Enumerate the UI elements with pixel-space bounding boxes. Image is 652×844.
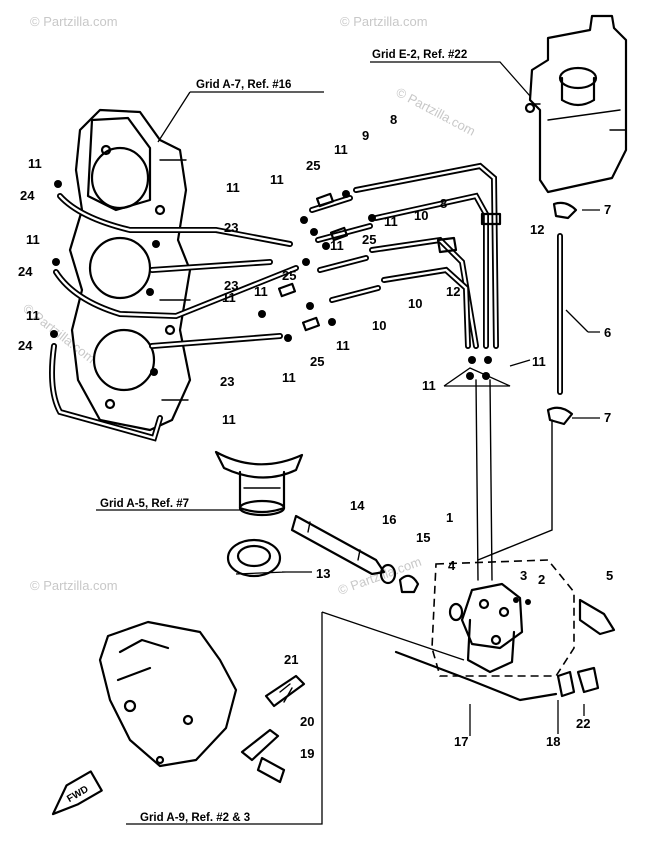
callout-25: 25: [310, 354, 324, 369]
callout-11: 11: [26, 232, 40, 247]
callout-11: 11: [254, 284, 268, 299]
callouts: 1 2 3 4 5 6 7 7 8 8 9 10 10 10 11 11 11 …: [18, 112, 613, 761]
callout-23: 23: [220, 374, 234, 389]
callout-1: 1: [446, 510, 453, 525]
callout-13: 13: [316, 566, 330, 581]
callout-21: 21: [284, 652, 298, 667]
callout-24: 24: [20, 188, 35, 203]
callout-11: 11: [222, 290, 236, 305]
callout-11: 11: [270, 172, 284, 187]
callout-20: 20: [300, 714, 314, 729]
callout-8: 8: [440, 196, 447, 211]
callout-18: 18: [546, 734, 560, 749]
callout-11: 11: [532, 354, 546, 369]
grid-ref-e2: Grid E-2, Ref. #22: [372, 49, 467, 61]
callout-10: 10: [372, 318, 386, 333]
callout-11: 11: [226, 180, 240, 195]
callout-25: 25: [362, 232, 376, 247]
callout-11: 11: [222, 412, 236, 427]
fwd-label: FWD: [65, 784, 90, 805]
callout-11: 11: [282, 370, 296, 385]
callout-24: 24: [18, 264, 33, 279]
callout-11: 11: [26, 308, 40, 323]
grid-ref-a9: Grid A-9, Ref. #2 & 3: [140, 812, 250, 824]
callout-5: 5: [606, 568, 613, 583]
callout-19: 19: [300, 746, 314, 761]
callout-25: 25: [306, 158, 320, 173]
callout-12: 12: [530, 222, 544, 237]
callout-23: 23: [224, 220, 238, 235]
misc-parts: [226, 514, 616, 784]
watermark-text: © Partzilla.com: [30, 578, 118, 593]
callout-11: 11: [334, 142, 348, 157]
fittings: [50, 180, 578, 426]
callout-23: 23: [224, 278, 238, 293]
grid-labels: Grid E-2, Ref. #22 Grid A-7, Ref. #16 Gr…: [100, 49, 467, 824]
watermark-text: © Partzilla.com: [340, 14, 428, 29]
callout-11: 11: [422, 378, 436, 393]
callout-10: 10: [414, 208, 428, 223]
callout-7: 7: [604, 202, 611, 217]
lower-bracket: [98, 620, 238, 768]
watermark-text: © Partzilla.com: [30, 14, 118, 29]
callout-11: 11: [384, 214, 398, 229]
watermark-text: © Partzilla.com: [394, 84, 478, 138]
callout-4: 4: [448, 558, 456, 573]
fuel-hoses: [49, 162, 563, 702]
callout-10: 10: [408, 296, 422, 311]
callout-7: 7: [604, 410, 611, 425]
callout-2: 2: [538, 572, 545, 587]
leader-lines: [96, 61, 600, 825]
callout-17: 17: [454, 734, 468, 749]
callout-25: 25: [282, 268, 296, 283]
fuel-pump: [431, 559, 575, 677]
callout-6: 6: [604, 325, 611, 340]
callout-3: 3: [520, 568, 527, 583]
callout-11: 11: [330, 238, 344, 253]
grid-ref-a5: Grid A-5, Ref. #7: [100, 498, 189, 510]
fwd-arrow: FWD: [51, 770, 103, 816]
callout-11: 11: [28, 156, 42, 171]
callout-22: 22: [576, 716, 590, 731]
callout-16: 16: [382, 512, 396, 527]
callout-11: 11: [336, 338, 350, 353]
callout-8: 8: [390, 112, 397, 127]
manifold-piece: [214, 450, 304, 517]
grid-ref-a7: Grid A-7, Ref. #16: [196, 79, 291, 91]
callout-14: 14: [350, 498, 365, 513]
callout-9: 9: [362, 128, 369, 143]
fuel-tank: [524, 14, 628, 194]
callout-12: 12: [446, 284, 460, 299]
callout-24: 24: [18, 338, 33, 353]
callout-15: 15: [416, 530, 430, 545]
